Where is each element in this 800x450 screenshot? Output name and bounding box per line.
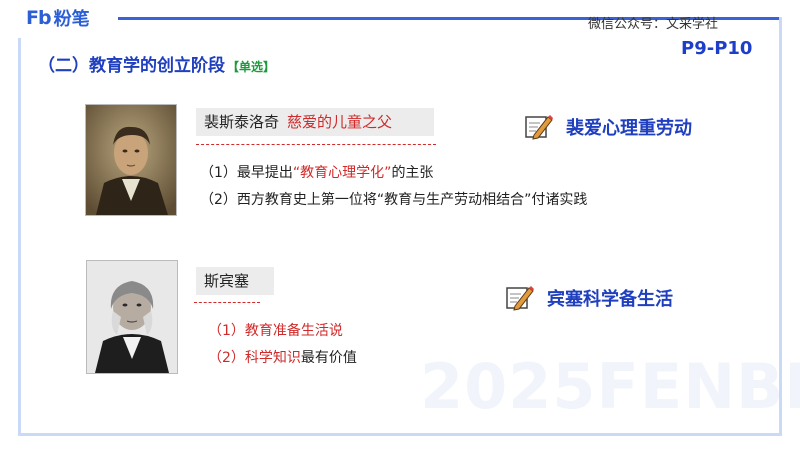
pencil-note-icon xyxy=(525,115,553,140)
section-title-text: （二）教育学的创立阶段 xyxy=(38,56,225,76)
person-name: 裴斯泰洛奇 xyxy=(204,113,280,131)
question-type-tag: 【单选】 xyxy=(227,60,276,74)
dashed-divider xyxy=(196,144,436,145)
wechat-account: 微信公众号：文采学社 xyxy=(588,17,719,32)
portrait-spencer xyxy=(86,260,178,374)
frame-left-bar xyxy=(18,38,21,436)
mnemonic-text: 宾塞科学备生活 xyxy=(547,289,673,310)
logo-text: 粉笔 xyxy=(53,9,90,30)
portrait-pestalozzi xyxy=(85,104,177,216)
point-item: （1）最早提出“教育心理学化”的主张 xyxy=(200,165,434,181)
point-item: （2）科学知识最有价值 xyxy=(208,350,357,366)
mnemonic-spencer: 宾塞科学备生活 xyxy=(505,284,673,312)
frame-right-bar xyxy=(779,17,782,436)
name-box-pestalozzi: 裴斯泰洛奇慈爱的儿童之父 xyxy=(196,108,434,136)
point-item: （1）教育准备生活说 xyxy=(208,323,343,339)
mnemonic-text: 裴爱心理重劳动 xyxy=(566,118,692,139)
frame-bottom-bar xyxy=(18,433,782,436)
name-box-spencer: 斯宾塞 xyxy=(196,267,274,295)
person-nickname: 慈爱的儿童之父 xyxy=(287,113,393,131)
pencil-note-icon xyxy=(506,286,534,311)
logo-mark: Fb xyxy=(26,7,52,29)
watermark: 2025FENBI xyxy=(420,350,800,423)
frame-top-bar xyxy=(118,17,782,20)
mnemonic-pestalozzi: 裴爱心理重劳动 xyxy=(524,113,692,141)
section-title: （二）教育学的创立阶段【单选】 xyxy=(38,51,275,76)
person-name: 斯宾塞 xyxy=(204,272,250,290)
dashed-divider xyxy=(194,302,260,303)
fenbi-logo: Fb 粉笔 xyxy=(26,6,90,30)
page-range: P9-P10 xyxy=(681,38,753,59)
highlight-text: （2）科学知识 xyxy=(208,350,301,366)
highlight-text: “教育心理学化” xyxy=(292,165,392,181)
point-item: （2）西方教育史上第一位将“教育与生产劳动相结合”付诸实践 xyxy=(200,192,588,208)
